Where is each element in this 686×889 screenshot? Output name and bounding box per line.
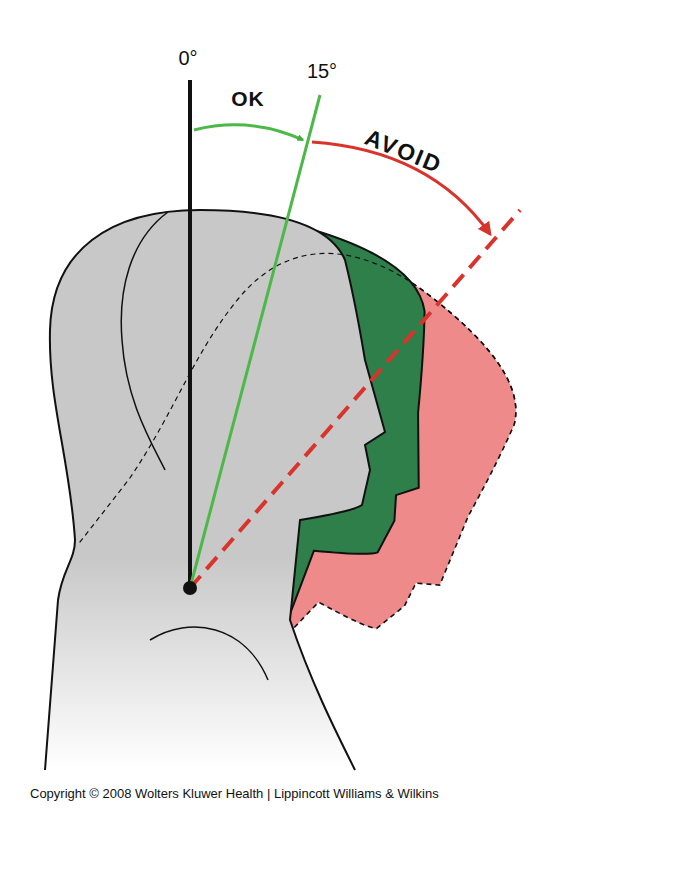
angle-label: 0° [178,48,197,68]
angle-label: 15° [307,61,337,81]
copyright-note: Copyright © 2008 Wolters Kluwer Health |… [30,787,439,800]
ok-angle-line [190,95,320,588]
hidden-outline [60,204,545,709]
head-contour [121,212,168,470]
clavicle-line [150,627,268,680]
zone-label: OK [231,88,265,109]
vertical-reference [188,80,192,588]
pivot-dot [183,581,197,595]
ok-arc [194,125,303,140]
zone-label: AVOID [362,126,446,178]
avoid-angle-line [190,210,520,588]
